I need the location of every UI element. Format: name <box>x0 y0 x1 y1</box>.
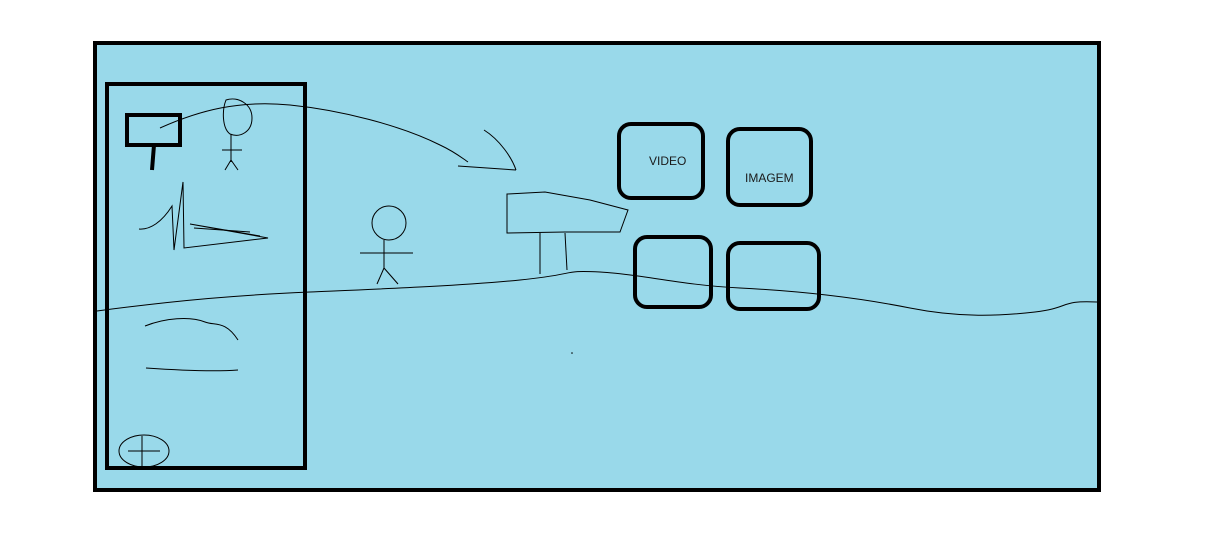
empty-tile-button-1[interactable] <box>633 235 713 309</box>
image-tile-label: IMAGEM <box>745 171 794 185</box>
video-tile-button[interactable]: VIDEO <box>617 122 705 200</box>
canvas-frame <box>93 41 1101 492</box>
image-tile-button[interactable]: IMAGEM <box>726 127 813 207</box>
empty-tile-button-2[interactable] <box>726 241 821 311</box>
video-tile-label: VIDEO <box>649 154 687 168</box>
